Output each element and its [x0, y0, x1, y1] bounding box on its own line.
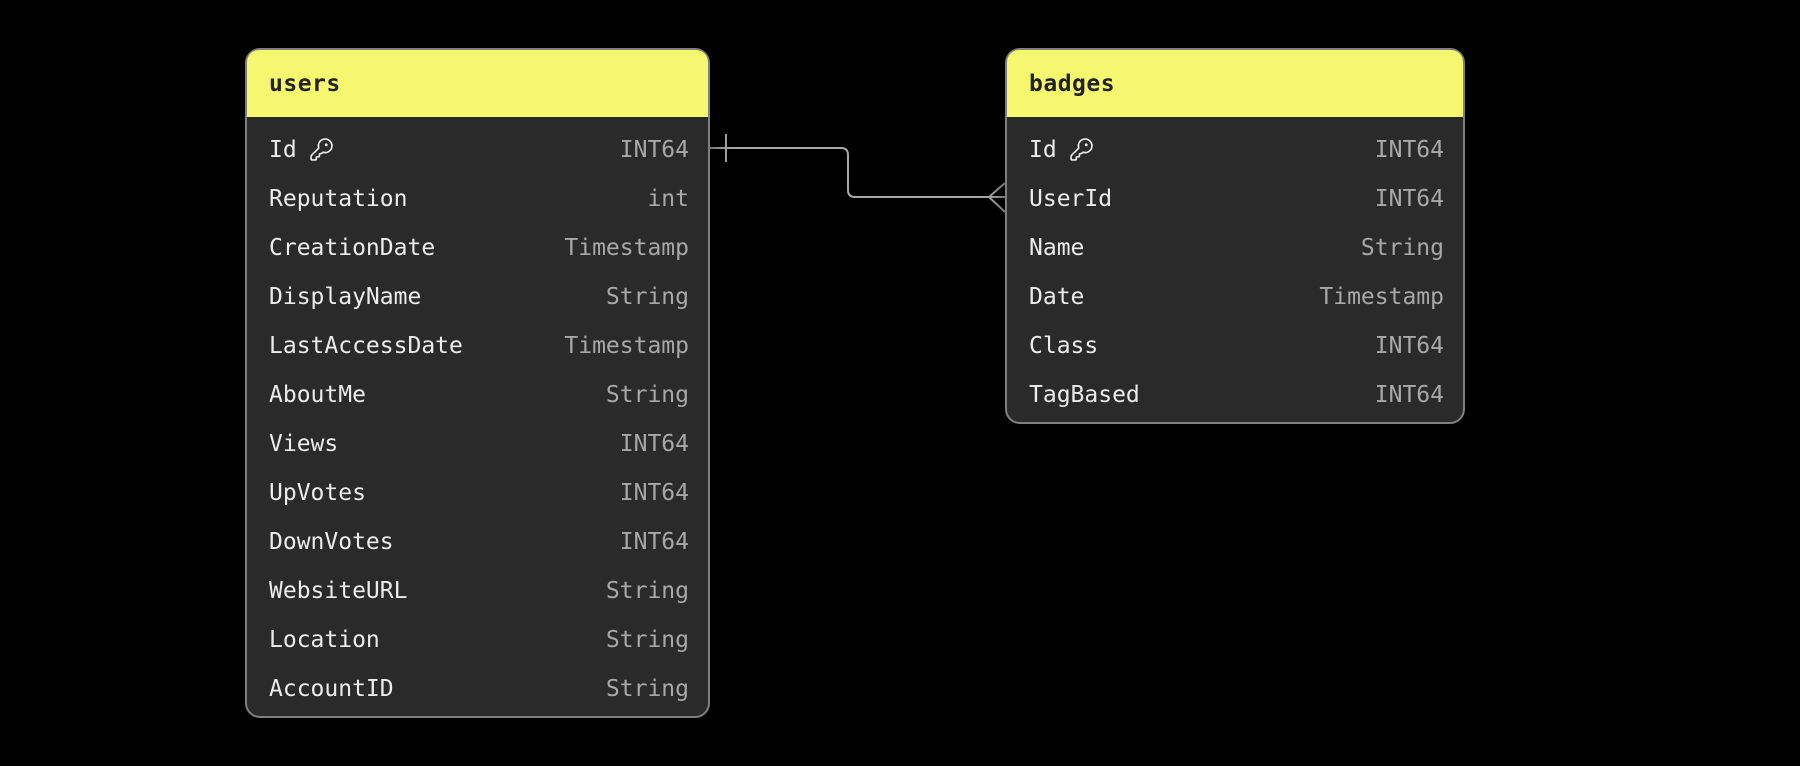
- field-type: Timestamp: [1319, 283, 1444, 310]
- table-row[interactable]: WebsiteURL String: [247, 566, 708, 615]
- table-row[interactable]: Class INT64: [1007, 321, 1463, 370]
- table-row[interactable]: AboutMe String: [247, 370, 708, 419]
- field-name: CreationDate: [269, 234, 436, 261]
- field-name: WebsiteURL: [269, 577, 408, 604]
- table-row[interactable]: Id INT64: [1007, 125, 1463, 174]
- field-type: INT64: [619, 479, 689, 506]
- relationship-line[interactable]: [710, 147, 989, 198]
- table-row[interactable]: CreationDate Timestamp: [247, 223, 708, 272]
- table-row[interactable]: Date Timestamp: [1007, 272, 1463, 321]
- table-title: badges: [1029, 70, 1116, 97]
- field-name: Id: [1029, 137, 1094, 163]
- field-type: String: [1360, 234, 1444, 261]
- table-row[interactable]: Reputation int: [247, 174, 708, 223]
- table-users-rows: Id INT64 Reputation int CreationDate Tim…: [247, 117, 708, 716]
- table-row[interactable]: Name String: [1007, 223, 1463, 272]
- field-type: String: [605, 577, 689, 604]
- field-type: String: [605, 283, 689, 310]
- table-users-header[interactable]: users: [247, 50, 708, 117]
- field-name: UpVotes: [269, 479, 366, 506]
- field-type: Timestamp: [564, 234, 689, 261]
- table-row[interactable]: UserId INT64: [1007, 174, 1463, 223]
- table-row[interactable]: Location String: [247, 615, 708, 664]
- table-row[interactable]: AccountID String: [247, 664, 708, 713]
- field-name: DisplayName: [269, 283, 422, 310]
- field-name: Class: [1029, 332, 1099, 359]
- field-type: Timestamp: [564, 332, 689, 359]
- field-type: INT64: [1374, 185, 1444, 212]
- field-name: DownVotes: [269, 528, 394, 555]
- field-name: AboutMe: [269, 381, 366, 408]
- field-type: String: [605, 381, 689, 408]
- table-row[interactable]: UpVotes INT64: [247, 468, 708, 517]
- table-row[interactable]: DisplayName String: [247, 272, 708, 321]
- table-row[interactable]: LastAccessDate Timestamp: [247, 321, 708, 370]
- field-type: String: [605, 626, 689, 653]
- primary-key-icon: [309, 138, 333, 161]
- field-type: INT64: [1374, 381, 1444, 408]
- table-users[interactable]: users Id INT64 Reputation int CreationDa…: [245, 48, 710, 718]
- table-title: users: [269, 70, 341, 97]
- table-badges-rows: Id INT64 UserId INT64 Name String Date T…: [1007, 117, 1463, 422]
- table-row[interactable]: Id INT64: [247, 125, 708, 174]
- table-row[interactable]: TagBased INT64: [1007, 370, 1463, 419]
- field-name: Reputation: [269, 185, 408, 212]
- field-type: INT64: [619, 430, 689, 457]
- field-type: INT64: [1374, 332, 1444, 359]
- field-type: INT64: [619, 528, 689, 555]
- field-name: Name: [1029, 234, 1085, 261]
- field-name: Date: [1029, 283, 1085, 310]
- table-row[interactable]: DownVotes INT64: [247, 517, 708, 566]
- field-name: Id: [269, 137, 334, 163]
- field-name: LastAccessDate: [269, 332, 463, 359]
- table-badges-header[interactable]: badges: [1007, 50, 1463, 117]
- field-name: AccountID: [269, 675, 394, 702]
- cardinality-many-marker: [986, 182, 1006, 213]
- field-name: Location: [269, 626, 380, 653]
- table-badges[interactable]: badges Id INT64 UserId INT64 Name String…: [1005, 48, 1465, 424]
- table-row[interactable]: Views INT64: [247, 419, 708, 468]
- field-name: UserId: [1029, 185, 1113, 212]
- field-type: INT64: [619, 136, 689, 163]
- primary-key-icon: [1069, 138, 1093, 161]
- field-type: String: [605, 675, 689, 702]
- field-type: INT64: [1374, 136, 1444, 163]
- field-type: int: [647, 185, 689, 212]
- field-name: Views: [269, 430, 339, 457]
- field-name: TagBased: [1029, 381, 1140, 408]
